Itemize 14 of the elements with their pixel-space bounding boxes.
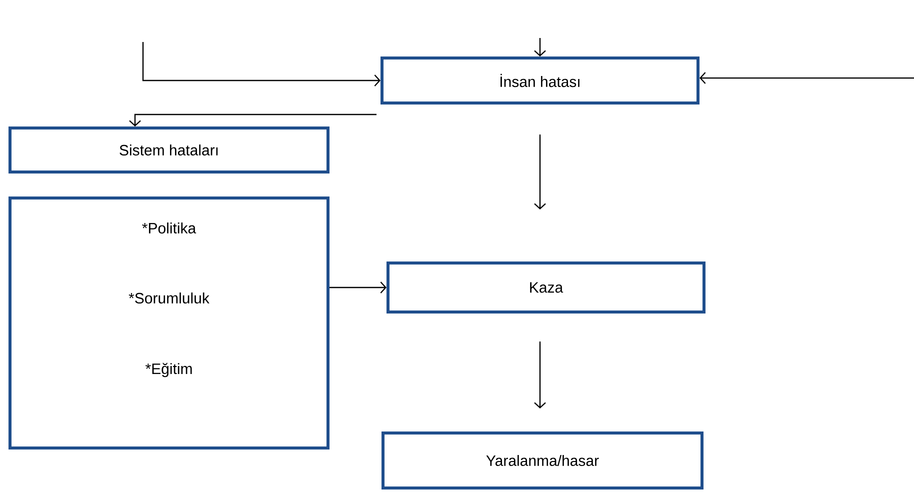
arrow: [534, 134, 546, 210]
list-item: *Eğitim: [145, 362, 192, 378]
process-box: İnsan hatası: [380, 56, 700, 104]
list-item: *Sorumluluk: [128, 292, 210, 304]
process-box: Yaralanma/hasar: [382, 432, 704, 490]
arrow: [330, 282, 386, 294]
list-item: *Politika: [142, 222, 196, 234]
process-box: Kaza: [386, 262, 706, 314]
process-box: Sistem hataları: [8, 126, 330, 174]
arrow: [700, 72, 914, 84]
arrow: [142, 42, 380, 86]
arrow: [534, 342, 546, 408]
arrow: [129, 114, 376, 126]
arrow: [534, 38, 546, 56]
